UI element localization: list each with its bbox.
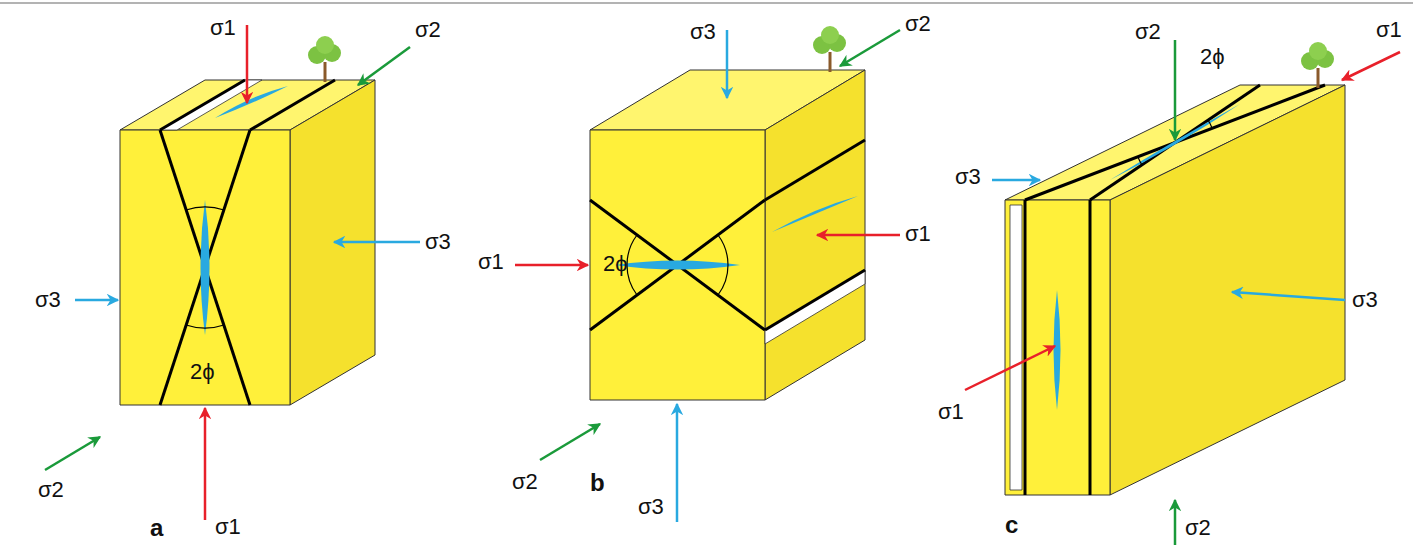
stress-label: σ2 [512,470,538,494]
stress-arrows-c [965,40,1400,545]
angle-label: 2ϕ [190,360,215,384]
stress-label: σ2 [38,478,64,502]
angle-label: 2ϕ [1200,45,1225,69]
stress-label: σ2 [415,18,441,42]
stress-label: σ2 [1185,516,1211,540]
panel-letter: a [150,515,163,541]
stress-label: σ2 [1135,20,1161,44]
stress-label: σ1 [938,400,964,424]
stress-label: σ1 [905,222,931,246]
angle-label: 2ϕ [603,252,628,276]
stress-label: σ3 [955,165,981,189]
stress-label: σ3 [638,495,664,519]
stress-label: σ3 [425,230,451,254]
tree-icon [308,36,341,82]
panel-letter: c [1005,512,1018,538]
stress-arrows-b [515,30,900,522]
tree-icon [1301,42,1334,88]
stress-label: σ1 [478,250,504,274]
stress-arrows-a [45,25,420,520]
stress-label: σ3 [1352,288,1378,312]
stress-label: σ3 [35,288,61,312]
stress-label: σ2 [905,12,931,36]
top-rule [0,2,1413,4]
stress-label: σ1 [210,16,236,40]
stress-label: σ1 [215,515,241,539]
stress-label: σ3 [690,20,716,44]
stress-label: σ1 [1376,18,1402,42]
block-b [590,26,865,400]
panel-letter: b [590,470,605,496]
